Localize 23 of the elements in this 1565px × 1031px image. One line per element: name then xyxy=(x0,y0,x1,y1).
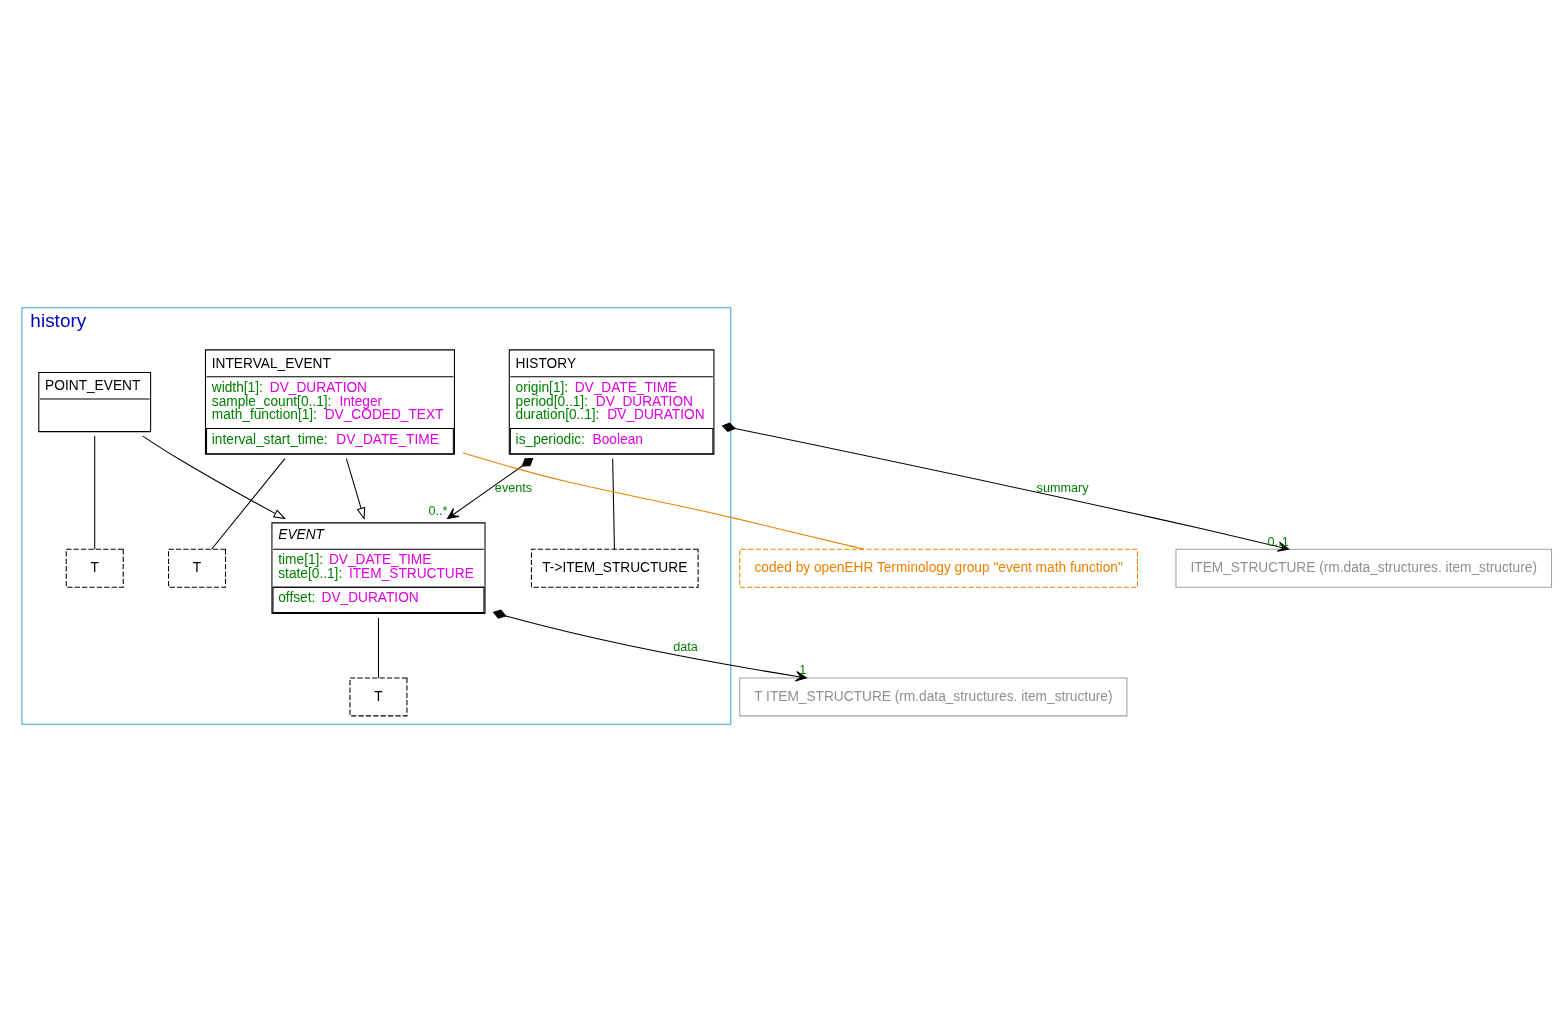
node-box: T xyxy=(65,548,124,588)
edge-label: summary xyxy=(1036,480,1089,495)
arrow xyxy=(345,457,366,520)
edge-label: data xyxy=(673,639,698,654)
arrow xyxy=(447,457,534,519)
label: 0..1 xyxy=(1267,534,1289,549)
connector xyxy=(462,451,865,550)
connector xyxy=(211,457,286,549)
connector xyxy=(377,616,379,678)
node-box: T xyxy=(168,548,227,588)
edge-label: events xyxy=(494,480,533,495)
node-box: T ITEM_STRUCTURE (rm.data_structures. item_structure) xyxy=(739,676,1128,716)
connector xyxy=(612,457,615,549)
label: 0..* xyxy=(428,503,448,518)
connector xyxy=(94,434,96,550)
node-box: T->ITEM_STRUCTURE xyxy=(530,548,699,588)
arrow xyxy=(721,421,1290,552)
node-box: ITEM_STRUCTURE (rm.data_structures. item_structure) xyxy=(1175,548,1553,588)
node-box: coded by openEHR Terminology group "event math function" xyxy=(739,548,1138,588)
label: 1 xyxy=(799,662,807,677)
arrow xyxy=(492,608,807,681)
arrow xyxy=(142,435,287,519)
node-box: T xyxy=(349,676,408,716)
